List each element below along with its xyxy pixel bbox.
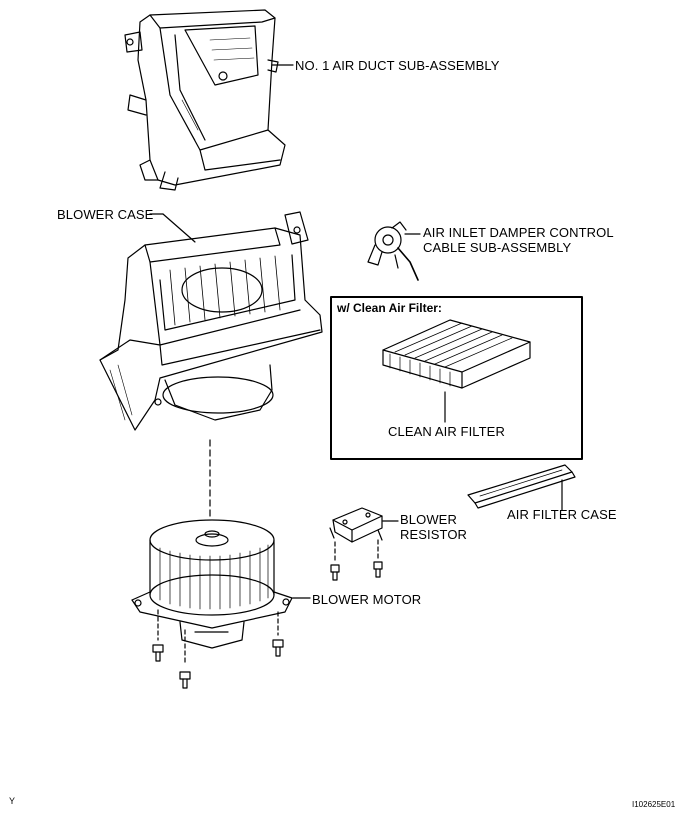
motor-screw-left bbox=[152, 644, 164, 662]
blower-resistor-drawing bbox=[329, 507, 383, 543]
blower-case-leader-diag bbox=[162, 213, 196, 243]
corner-code-left: Y bbox=[9, 796, 16, 806]
damper-cable-label-line1: AIR INLET DAMPER CONTROL bbox=[423, 225, 614, 240]
air-duct-label: NO. 1 AIR DUCT SUB-ASSEMBLY bbox=[295, 58, 500, 73]
damper-cable-drawing bbox=[367, 221, 419, 281]
air-filter-case-drawing bbox=[467, 464, 576, 509]
motor-screw-mid bbox=[179, 671, 191, 689]
blower-case-label: BLOWER CASE bbox=[57, 207, 154, 222]
motor-screw-right bbox=[272, 639, 284, 657]
resistor-screw-left bbox=[330, 564, 340, 581]
blower-motor-drawing bbox=[131, 519, 293, 649]
blower-case-drawing bbox=[99, 211, 323, 431]
blower-motor-label: BLOWER MOTOR bbox=[312, 592, 422, 607]
blower-resistor-label-line2: RESISTOR bbox=[400, 527, 468, 542]
clean-air-filter-inset-title: w/ Clean Air Filter: bbox=[337, 301, 442, 315]
clean-air-filter-inset-box bbox=[330, 296, 583, 460]
damper-cable-label-line2: CABLE SUB-ASSEMBLY bbox=[423, 240, 572, 255]
figure-code: I102625E01 bbox=[632, 800, 676, 809]
clean-air-filter-label: CLEAN AIR FILTER bbox=[388, 424, 505, 439]
resistor-screw-right bbox=[373, 561, 383, 578]
blower-resistor-label-line1: BLOWER bbox=[400, 512, 457, 527]
clean-air-filter-drawing bbox=[382, 319, 531, 389]
air-duct-drawing bbox=[124, 9, 286, 191]
air-filter-case-label: AIR FILTER CASE bbox=[507, 507, 617, 522]
